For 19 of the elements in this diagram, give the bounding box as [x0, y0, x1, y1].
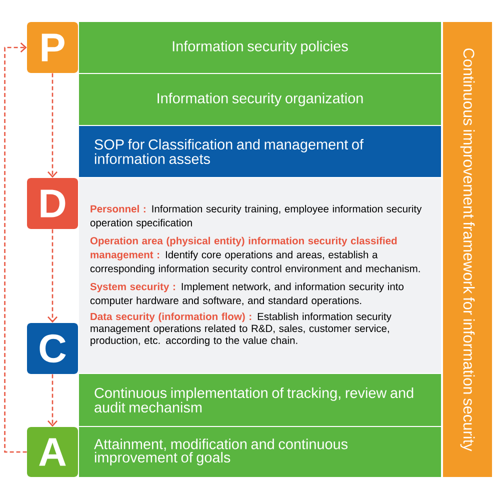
description-panel: Personnel : Information security training, employee information security operation specification Operation area (physical entity) information security classified management : Identify core operations and areas, establish a corresponding information security control environment and mechanism. System security : Implement network, and information security into computer hardware and software, and standard operations. Data security (information flow) : Establish information security management operations related to R&D, sales, customer service, production, etc. according to the value chain. [79, 178, 442, 373]
dashed-arrow [48, 73, 58, 178]
node-label: Continuous implementation of tracking, review and audit mechanism [94, 387, 414, 413]
dashed-arrow [48, 229, 58, 323]
node-label: Attainment, modification and continuous improvement of goals [94, 438, 348, 466]
node-label: Information security organization [158, 92, 363, 106]
dashed-arrow [4, 42, 27, 453]
process-band: Information security policies [79, 22, 442, 73]
process-band: Continuous implementation of tracking, review and audit mechanism [79, 374, 442, 426]
node-label: Information security policies [172, 40, 348, 54]
framework-band: Continuous improvement framework for information security [443, 22, 492, 477]
phase-letter-box: D [27, 178, 78, 229]
dashed-arrow [48, 374, 58, 427]
phase-letter-box: C [27, 323, 78, 374]
phase-letter-box: P [27, 22, 78, 73]
process-band: SOP for Classification and management of information assets [79, 126, 442, 177]
process-band: Information security organization [79, 74, 442, 125]
phase-letter-box: A [27, 427, 78, 477]
process-band: Attainment, modification and continuous improvement of goals [79, 427, 442, 477]
